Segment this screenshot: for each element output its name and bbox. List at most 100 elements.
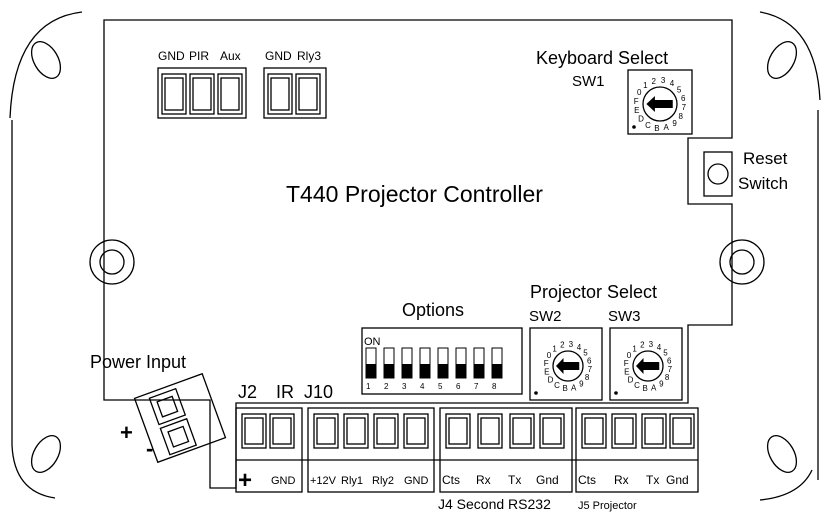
- dial-char: 6: [681, 94, 686, 103]
- dial-char: 7: [588, 365, 593, 374]
- terminal-pin-inner: [672, 417, 692, 445]
- top-mid-labels: GND Rly3: [265, 49, 321, 63]
- j5-pin-labels: Cts Rx Tx Gnd: [578, 473, 689, 487]
- dial-char: 9: [579, 379, 584, 388]
- terminal-pin-inner: [270, 77, 290, 111]
- dial-char: 3: [649, 340, 654, 349]
- dial-char: 5: [663, 349, 668, 358]
- j5-pin-cts: Cts: [578, 473, 596, 487]
- terminal-pin-inner: [272, 417, 292, 445]
- pcb-outline: [103, 19, 733, 489]
- options-label: Options: [402, 300, 464, 320]
- terminal-pin-inner: [448, 417, 468, 445]
- enclosure-outline: [9, 11, 821, 501]
- terminal-pin: [217, 73, 243, 115]
- dial-char: 6: [587, 356, 592, 365]
- dip-number: 3: [402, 382, 407, 391]
- dip-number: 6: [456, 382, 461, 391]
- terminal-pin: [267, 73, 293, 115]
- j5-pin-tx: Tx: [646, 473, 659, 487]
- dip-number: 2: [384, 382, 389, 391]
- ir-label: IR: [276, 382, 294, 402]
- terminal-pin-inner: [244, 417, 264, 445]
- dip-number: 4: [420, 382, 425, 391]
- rotary-housing: [627, 69, 693, 135]
- terminal-pin: [445, 413, 471, 449]
- dial-char: C: [554, 381, 560, 390]
- terminal-pin: [295, 73, 321, 115]
- rotary-arrow-icon: [646, 96, 673, 112]
- dial-char: 9: [672, 119, 677, 128]
- sw1-label: SW1: [572, 73, 605, 90]
- dip-numbers: 1 2 3 4 5 6 7 8: [366, 382, 497, 391]
- dip-number: 7: [474, 382, 479, 391]
- dial-char: 1: [643, 81, 648, 90]
- terminal-pin: [313, 413, 339, 449]
- mounting-holes: [30, 41, 798, 473]
- dip-lever: [456, 364, 466, 378]
- terminal-pin-inner: [376, 417, 396, 445]
- j10-pin-labels: +12V Rly1 Rly2 GND: [310, 475, 429, 487]
- terminal-pin: [373, 413, 399, 449]
- dial-char: A: [651, 383, 657, 392]
- power-plus-label: +: [120, 420, 133, 445]
- sw3-label: SW3: [608, 308, 641, 325]
- terminal-pin-inner: [584, 417, 604, 445]
- rotary-dial: [642, 86, 678, 122]
- power-input-connector: [133, 372, 227, 464]
- pin1-dot: [534, 391, 538, 395]
- dial-char: 7: [682, 103, 687, 112]
- ir-gnd-label: GND: [271, 475, 296, 487]
- dip-lever: [474, 364, 484, 378]
- pin-label-aux: Aux: [220, 49, 241, 63]
- reset-switch: [703, 151, 733, 197]
- dial-char: 4: [670, 79, 675, 88]
- pin-label-gnd: GND: [265, 49, 292, 63]
- j5-pin-rx: Rx: [614, 473, 629, 487]
- reset-switch-button-icon: [707, 163, 729, 185]
- dial-char: 8: [585, 373, 590, 382]
- options-dip-switch: [361, 327, 523, 395]
- terminal-pin: [241, 413, 267, 449]
- dial-char: D: [628, 375, 634, 384]
- terminal-pin: [403, 413, 429, 449]
- dip-lever: [384, 364, 394, 378]
- j10-pin-rly1: Rly1: [341, 475, 363, 487]
- rotary-housing: [609, 327, 683, 401]
- dial-char: E: [544, 368, 549, 377]
- dial-char: 5: [677, 85, 682, 94]
- dial-char: C: [634, 381, 640, 390]
- terminal-pin: [669, 413, 695, 449]
- dip-number: 8: [492, 382, 497, 391]
- dial-char: E: [634, 106, 639, 115]
- rotary-housing: [529, 327, 603, 401]
- dial-char: 4: [657, 343, 662, 352]
- board-title: T440 Projector Controller: [286, 181, 543, 207]
- dial-char: B: [654, 124, 659, 133]
- dial-char: 1: [552, 345, 557, 354]
- j5-caption: J5 Projector: [578, 500, 637, 512]
- dial-char: 0: [547, 351, 552, 360]
- ir-pin-labels: + GND: [238, 467, 296, 494]
- dial-char: 2: [652, 77, 657, 86]
- bottom-connectors: [235, 407, 699, 493]
- dial-char: 3: [661, 76, 666, 85]
- dip-number: 1: [366, 382, 371, 391]
- terminal-pin-inner: [298, 77, 318, 111]
- dial-char: 2: [560, 341, 565, 350]
- dial-char: F: [544, 359, 549, 368]
- dial-char: 0: [637, 88, 642, 97]
- dial-char: 8: [665, 373, 670, 382]
- dial-char: D: [548, 375, 554, 384]
- terminal-pin-inner: [542, 417, 562, 445]
- dial-char: 1: [632, 345, 637, 354]
- pin-label-pir: PIR: [189, 49, 209, 63]
- dip-lever: [492, 364, 502, 378]
- dial-char: 8: [679, 112, 684, 121]
- dip-lever: [438, 364, 448, 378]
- pin-label-gnd: GND: [158, 49, 185, 63]
- dial-char: 9: [659, 379, 664, 388]
